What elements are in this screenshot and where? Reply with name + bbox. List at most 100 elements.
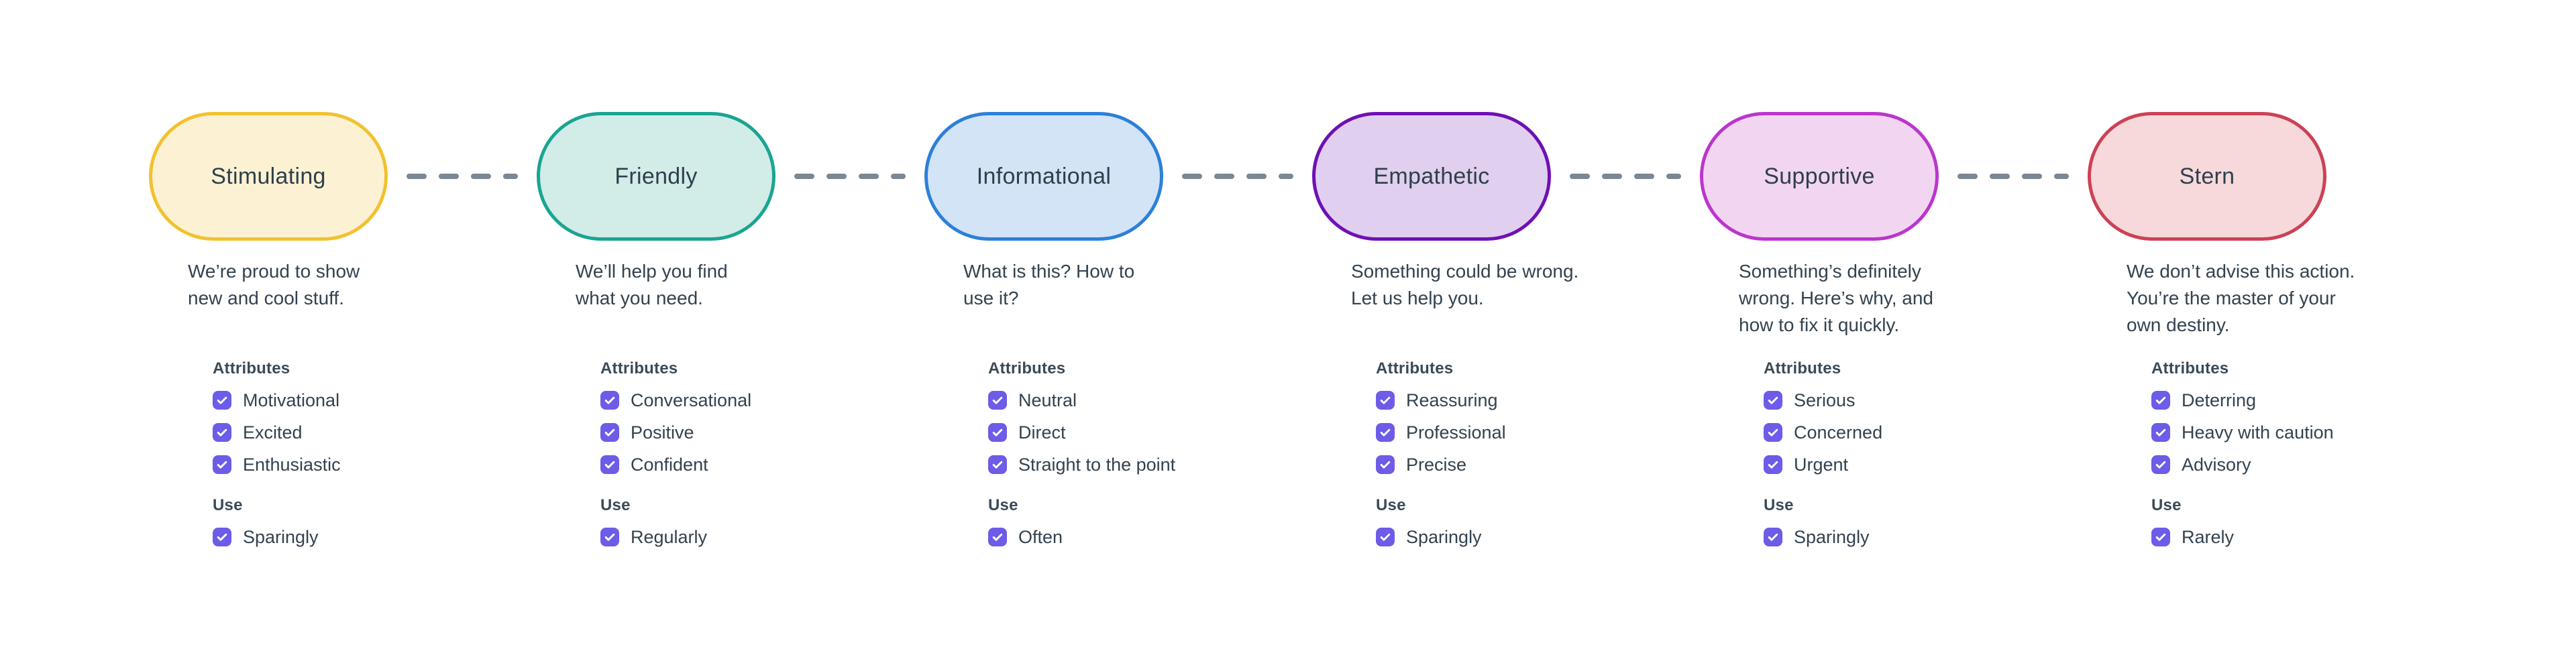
attributes-heading: Attributes (1764, 359, 1841, 377)
use-item: Sparingly (213, 521, 319, 553)
attribute-label: Excited (243, 422, 303, 442)
use-item: Sparingly (1764, 521, 1870, 553)
check-icon (604, 461, 615, 469)
attributes-section: Attributes Motivational Excited Enthusia… (213, 359, 341, 481)
use-heading: Use (1764, 496, 1794, 514)
use-label: Sparingly (243, 526, 319, 547)
check-icon (1768, 533, 1778, 541)
check-icon (2155, 428, 2166, 436)
attribute-label: Enthusiastic (243, 454, 341, 475)
attribute-label: Positive (631, 422, 694, 442)
attribute-label: Straight to the point (1018, 454, 1176, 475)
attribute-checkbox[interactable] (213, 423, 231, 442)
attribute-label: Serious (1794, 390, 1856, 410)
use-section: Use Regularly (600, 495, 707, 553)
attribute-item: Enthusiastic (213, 449, 341, 481)
attribute-checkbox[interactable] (600, 455, 619, 474)
tone-description: What is this? How to use it? (963, 261, 1135, 308)
attribute-checkbox[interactable] (988, 391, 1007, 410)
attribute-checkbox[interactable] (600, 423, 619, 442)
attribute-checkbox[interactable] (1376, 391, 1395, 410)
check-icon (217, 428, 227, 436)
check-icon (992, 396, 1003, 404)
attributes-heading: Attributes (600, 359, 678, 377)
attributes-heading: Attributes (988, 359, 1066, 377)
attribute-checkbox[interactable] (988, 423, 1007, 442)
attribute-label: Confident (631, 454, 708, 475)
check-icon (1768, 461, 1778, 469)
tone-description: Something’s definitely wrong. Here’s why… (1739, 261, 1933, 335)
use-checkbox[interactable] (1764, 528, 1782, 546)
attribute-checkbox[interactable] (1764, 391, 1782, 410)
tone-pill-label: Stern (2179, 163, 2235, 189)
tone-column-stimulating: Stimulating We’re proud to show new and … (94, 112, 443, 547)
tone-pill-empathetic: Empathetic (1312, 112, 1551, 241)
attribute-item: Serious (1764, 384, 1882, 416)
attribute-checkbox[interactable] (2151, 391, 2170, 410)
tone-pill-informational: Informational (924, 112, 1163, 241)
attribute-checkbox[interactable] (213, 455, 231, 474)
check-icon (992, 428, 1003, 436)
attribute-item: Professional (1376, 416, 1506, 449)
attribute-item: Deterring (2151, 384, 2334, 416)
attribute-checkbox[interactable] (600, 391, 619, 410)
attributes-heading: Attributes (2151, 359, 2229, 377)
attribute-item: Neutral (988, 384, 1175, 416)
attribute-item: Advisory (2151, 449, 2334, 481)
tone-pill-stimulating: Stimulating (149, 112, 388, 241)
attribute-item: Positive (600, 416, 751, 449)
attribute-item: Heavy with caution (2151, 416, 2334, 449)
use-checkbox[interactable] (213, 528, 231, 546)
attribute-checkbox[interactable] (988, 455, 1007, 474)
attribute-label: Professional (1406, 422, 1506, 442)
use-checkbox[interactable] (988, 528, 1007, 546)
tone-pill-label: Stimulating (211, 163, 326, 189)
check-icon (217, 461, 227, 469)
attributes-section: Attributes Deterring Heavy with caution … (2151, 359, 2334, 481)
check-icon (1768, 396, 1778, 404)
attribute-item: Reassuring (1376, 384, 1506, 416)
check-icon (1380, 428, 1391, 436)
use-section: Use Sparingly (1764, 495, 1870, 553)
use-item: Regularly (600, 521, 707, 553)
check-icon (217, 533, 227, 541)
use-heading: Use (213, 496, 243, 514)
use-checkbox[interactable] (600, 528, 619, 546)
attribute-checkbox[interactable] (1764, 423, 1782, 442)
attribute-checkbox[interactable] (2151, 455, 2170, 474)
attribute-label: Advisory (2182, 454, 2251, 475)
tone-column-supportive: Supportive Something’s definitely wrong.… (1645, 112, 1994, 547)
attributes-section: Attributes Reassuring Professional Preci… (1376, 359, 1506, 481)
check-icon (992, 533, 1003, 541)
attribute-item: Conversational (600, 384, 751, 416)
use-checkbox[interactable] (1376, 528, 1395, 546)
use-section: Use Often (988, 495, 1063, 553)
attribute-item: Motivational (213, 384, 341, 416)
attribute-label: Neutral (1018, 390, 1077, 410)
attribute-checkbox[interactable] (213, 391, 231, 410)
attribute-checkbox[interactable] (2151, 423, 2170, 442)
attribute-checkbox[interactable] (1376, 423, 1395, 442)
check-icon (604, 533, 615, 541)
tone-pill-label: Empathetic (1373, 163, 1490, 189)
use-label: Sparingly (1406, 526, 1482, 547)
use-item: Often (988, 521, 1063, 553)
tone-pill-label: Supportive (1764, 163, 1875, 189)
attribute-item: Excited (213, 416, 341, 449)
tone-description: We don’t advise this action. You’re the … (2127, 261, 2355, 335)
use-checkbox[interactable] (2151, 528, 2170, 546)
attribute-item: Concerned (1764, 416, 1882, 449)
check-icon (2155, 461, 2166, 469)
attribute-checkbox[interactable] (1376, 455, 1395, 474)
check-icon (604, 428, 615, 436)
check-icon (1380, 533, 1391, 541)
attribute-label: Direct (1018, 422, 1066, 442)
tone-description: We’re proud to show new and cool stuff. (188, 261, 360, 308)
tone-pill-label: Friendly (614, 163, 698, 189)
check-icon (1768, 428, 1778, 436)
attribute-checkbox[interactable] (1764, 455, 1782, 474)
attribute-item: Precise (1376, 449, 1506, 481)
attribute-item: Direct (988, 416, 1175, 449)
tone-pill-friendly: Friendly (537, 112, 775, 241)
attributes-section: Attributes Neutral Direct Straight to th… (988, 359, 1175, 481)
